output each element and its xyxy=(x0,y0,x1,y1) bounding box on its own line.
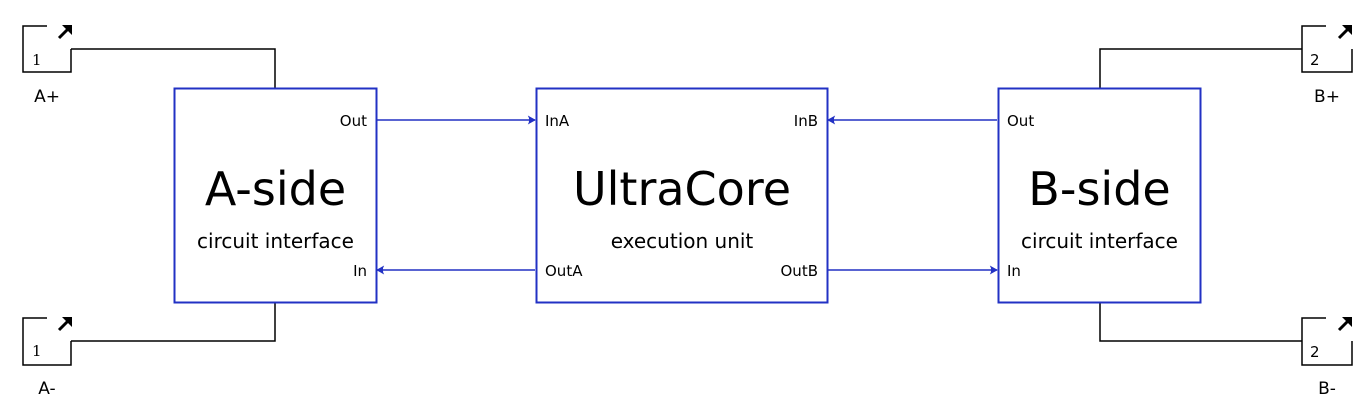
port-b-side-in: In xyxy=(1007,262,1021,280)
connection-port-b-minus[interactable]: 2 B- xyxy=(1301,317,1353,399)
connection-port-a-minus-label: A- xyxy=(38,379,55,399)
block-ultracore[interactable]: UltraCore execution unit InA InB OutA Ou… xyxy=(535,87,829,304)
connection-port-arrow-icon xyxy=(1337,317,1352,332)
block-ultracore-subtitle: execution unit xyxy=(611,229,754,253)
wire-a-plus[interactable] xyxy=(71,48,276,88)
connection-port-a-plus-label: A+ xyxy=(34,87,60,107)
block-b-side-title: B-side xyxy=(1028,162,1170,216)
wire-b-plus[interactable] xyxy=(1099,48,1302,88)
connection-port-a-minus-number: 1 xyxy=(32,342,42,360)
connection-port-b-plus[interactable]: 2 B+ xyxy=(1301,25,1353,107)
wire-a-minus[interactable] xyxy=(71,302,276,342)
connection-port-b-minus-number: 2 xyxy=(1310,343,1320,361)
port-core-inb: InB xyxy=(794,112,818,130)
port-core-outb: OutB xyxy=(781,262,819,280)
port-b-side-out: Out xyxy=(1007,112,1034,130)
block-ultracore-border xyxy=(535,87,829,304)
connection-port-a-plus-frame xyxy=(22,25,72,73)
block-a-side[interactable]: A-side circuit interface Out In xyxy=(173,87,378,304)
connection-port-b-plus-label: B+ xyxy=(1314,87,1340,107)
connection-port-a-minus[interactable]: 1 A- xyxy=(22,317,72,399)
connection-port-a-plus[interactable]: 1 A+ xyxy=(22,25,72,107)
connection-port-a-minus-frame xyxy=(22,317,72,366)
block-a-side-title: A-side xyxy=(205,162,346,216)
connection-port-b-plus-frame xyxy=(1301,25,1353,73)
connection-port-arrow-icon xyxy=(1337,25,1352,40)
block-b-side-subtitle: circuit interface xyxy=(1021,229,1178,253)
connection-port-arrow-icon xyxy=(57,25,72,40)
block-ultracore-title: UltraCore xyxy=(573,162,791,216)
port-a-side-out: Out xyxy=(340,112,367,130)
block-a-side-border xyxy=(173,87,378,304)
connection-port-arrow-icon xyxy=(57,317,72,332)
wire-b-minus[interactable] xyxy=(1099,302,1302,342)
block-b-side[interactable]: B-side circuit interface Out In xyxy=(997,87,1202,304)
port-core-ina: InA xyxy=(545,112,570,130)
connection-port-b-plus-number: 2 xyxy=(1310,51,1320,69)
connection-port-b-minus-frame xyxy=(1301,317,1353,366)
connection-port-a-plus-number: 1 xyxy=(32,51,42,69)
block-a-side-subtitle: circuit interface xyxy=(197,229,354,253)
block-b-side-border xyxy=(997,87,1202,304)
connection-port-b-minus-label: B- xyxy=(1318,379,1336,399)
port-core-outa: OutA xyxy=(545,262,583,280)
port-a-side-in: In xyxy=(353,262,367,280)
